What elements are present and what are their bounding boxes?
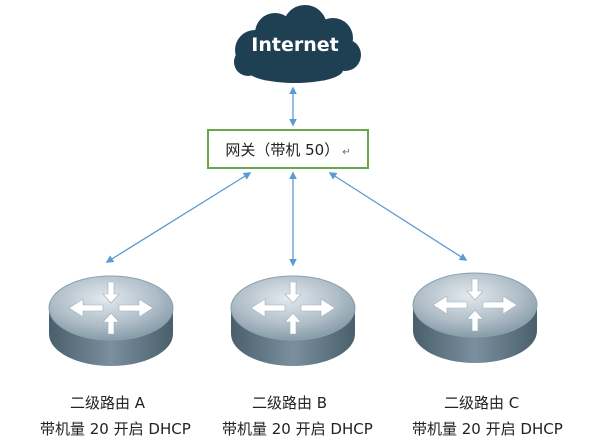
router-b-icon	[230, 275, 356, 367]
connector-gateway-router-a	[105, 172, 252, 263]
return-mark: ↵	[342, 146, 351, 158]
connector-gateway-router-c	[328, 172, 468, 261]
router-a-icon	[48, 275, 174, 367]
router-c-desc: 带机量 20 开启 DHCP	[412, 420, 563, 438]
internet-label: Internet	[251, 34, 339, 56]
router-c-icon	[412, 272, 538, 364]
gateway-node: 网关（带机 50） ↵	[207, 129, 369, 169]
router-c-name: 二级路由 C	[444, 394, 520, 412]
gateway-label: 网关（带机 50）	[225, 140, 340, 159]
router-a-name: 二级路由 A	[70, 394, 146, 412]
router-b-name: 二级路由 B	[252, 394, 328, 412]
router-b-desc: 带机量 20 开启 DHCP	[222, 420, 373, 438]
internet-cloud	[234, 5, 361, 83]
router-a-desc: 带机量 20 开启 DHCP	[40, 420, 191, 438]
